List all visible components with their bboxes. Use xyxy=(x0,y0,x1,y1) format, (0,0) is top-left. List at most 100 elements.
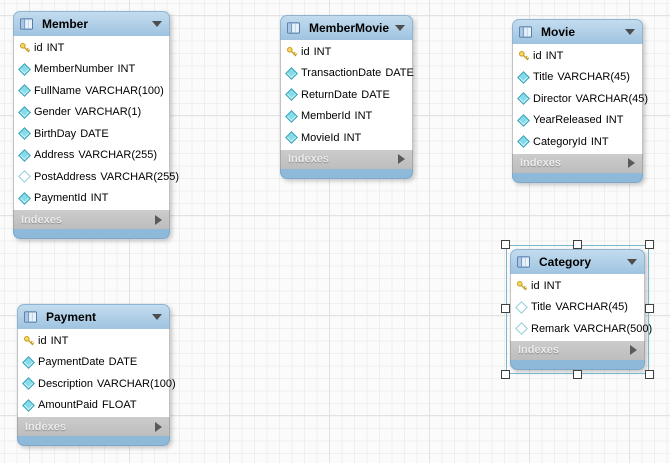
table-header[interactable]: Member xyxy=(13,11,170,36)
selection-handle[interactable] xyxy=(645,369,654,379)
selection-handle[interactable] xyxy=(572,369,582,379)
column-name: id xyxy=(38,334,47,347)
table-membermovie[interactable]: MemberMovie id INT TransactionDate DATE … xyxy=(280,15,414,179)
column-row: Title VARCHAR(45) xyxy=(513,67,642,89)
table-payment[interactable]: Payment id INT PaymentDate DATE Descript… xyxy=(17,304,176,446)
primary-key-icon xyxy=(517,50,530,62)
column-icon xyxy=(517,70,530,84)
indexes-label: Indexes xyxy=(25,420,66,433)
indexes-bar[interactable]: Indexes xyxy=(512,153,643,173)
column-type: VARCHAR(1) xyxy=(74,106,142,119)
arrow-right-icon[interactable] xyxy=(628,158,635,168)
table-columns: id INT TransactionDate DATE ReturnDate D… xyxy=(280,40,414,150)
selection-handle[interactable] xyxy=(501,369,510,379)
arrow-right-icon[interactable] xyxy=(398,154,405,164)
indexes-bar[interactable]: Indexes xyxy=(13,210,170,229)
table-header[interactable]: Movie xyxy=(512,19,643,44)
column-type: VARCHAR(45) xyxy=(555,301,628,314)
indexes-label: Indexes xyxy=(518,344,559,356)
column-name: Address xyxy=(34,149,75,162)
column-type: DATE xyxy=(385,67,414,80)
arrow-right-icon[interactable] xyxy=(155,214,162,225)
indexes-label: Indexes xyxy=(288,153,329,165)
column-name: Gender xyxy=(34,106,71,119)
column-type: INT xyxy=(90,192,109,205)
column-name: id xyxy=(34,41,43,54)
column-type: VARCHAR(255) xyxy=(100,170,180,183)
column-nullable-icon xyxy=(18,170,31,184)
column-name: TransactionDate xyxy=(301,67,382,80)
column-name: BirthDay xyxy=(34,127,77,140)
table-member[interactable]: Member id INT MemberNumber INT FullName … xyxy=(13,11,179,239)
chevron-down-icon[interactable] xyxy=(395,25,405,31)
column-type: VARCHAR(500) xyxy=(573,322,653,335)
column-icon xyxy=(18,127,31,141)
table-name: Member xyxy=(42,17,89,31)
column-row: FullName VARCHAR(100) xyxy=(14,80,169,102)
column-type: INT xyxy=(343,131,362,144)
column-icon xyxy=(18,84,31,98)
column-name: YearReleased xyxy=(533,114,602,127)
table-icon xyxy=(517,256,530,268)
column-icon xyxy=(22,398,35,412)
selection-handle[interactable] xyxy=(645,304,654,314)
column-row: MemberNumber INT xyxy=(14,59,169,81)
table-icon xyxy=(20,18,33,30)
indexes-label: Indexes xyxy=(21,213,62,226)
column-row: YearReleased INT xyxy=(513,110,642,132)
column-name: FullName xyxy=(34,84,82,97)
column-name: id xyxy=(301,45,310,58)
indexes-label: Indexes xyxy=(520,157,561,169)
column-row: PostAddress VARCHAR(255) xyxy=(14,166,179,188)
column-type: INT xyxy=(545,49,564,62)
table-header[interactable]: Payment xyxy=(17,304,170,329)
chevron-down-icon[interactable] xyxy=(625,29,635,35)
column-row: ReturnDate DATE xyxy=(281,84,412,106)
chevron-down-icon[interactable] xyxy=(152,314,162,320)
arrow-right-icon[interactable] xyxy=(630,345,637,355)
column-row: id INT xyxy=(511,275,644,297)
table-name: MemberMovie xyxy=(309,21,390,35)
column-row: MovieId INT xyxy=(281,127,412,149)
selection-handle[interactable] xyxy=(501,304,510,314)
column-row: id INT xyxy=(14,37,169,59)
indexes-bar[interactable]: Indexes xyxy=(510,340,645,360)
table-footer xyxy=(280,168,413,179)
table-columns: id INT PaymentDate DATE Description VARC… xyxy=(17,329,176,417)
column-type: INT xyxy=(354,110,373,123)
column-type: VARCHAR(45) xyxy=(557,71,630,84)
chevron-down-icon[interactable] xyxy=(152,21,162,27)
column-type: VARCHAR(100) xyxy=(85,84,164,97)
table-icon xyxy=(287,22,300,34)
column-type: FLOAT xyxy=(101,399,137,412)
column-row: TransactionDate DATE xyxy=(281,63,414,85)
primary-key-icon xyxy=(285,46,298,58)
column-name: MemberNumber xyxy=(34,63,114,76)
selection-handle[interactable] xyxy=(501,240,510,249)
selection-handle[interactable] xyxy=(645,240,654,249)
column-row: Gender VARCHAR(1) xyxy=(14,102,169,124)
column-type: INT xyxy=(46,41,65,54)
table-name: Payment xyxy=(46,310,97,324)
table-movie[interactable]: Movie id INT Title VARCHAR(45) Director … xyxy=(512,19,648,183)
column-type: INT xyxy=(117,63,136,76)
arrow-right-icon[interactable] xyxy=(155,421,162,432)
indexes-bar[interactable]: Indexes xyxy=(280,149,413,169)
column-type: VARCHAR(45) xyxy=(575,92,649,105)
chevron-down-icon[interactable] xyxy=(627,259,637,265)
table-header[interactable]: MemberMovie xyxy=(280,15,413,40)
column-name: MemberId xyxy=(301,110,351,123)
column-name: Title xyxy=(531,301,552,314)
column-name: id xyxy=(533,49,542,62)
table-category[interactable]: Category id INT Title VARCHAR(45) Remark… xyxy=(501,240,654,379)
table-columns: id INT MemberNumber INT FullName VARCHAR… xyxy=(13,36,179,210)
table-header[interactable]: Category xyxy=(510,249,645,274)
column-type: DATE xyxy=(80,127,109,140)
column-type: VARCHAR(255) xyxy=(78,149,158,162)
column-row: id INT xyxy=(281,41,412,63)
column-name: CategoryId xyxy=(533,135,587,148)
table-footer xyxy=(13,229,170,239)
selection-handle[interactable] xyxy=(572,240,582,249)
indexes-bar[interactable]: Indexes xyxy=(17,417,170,436)
